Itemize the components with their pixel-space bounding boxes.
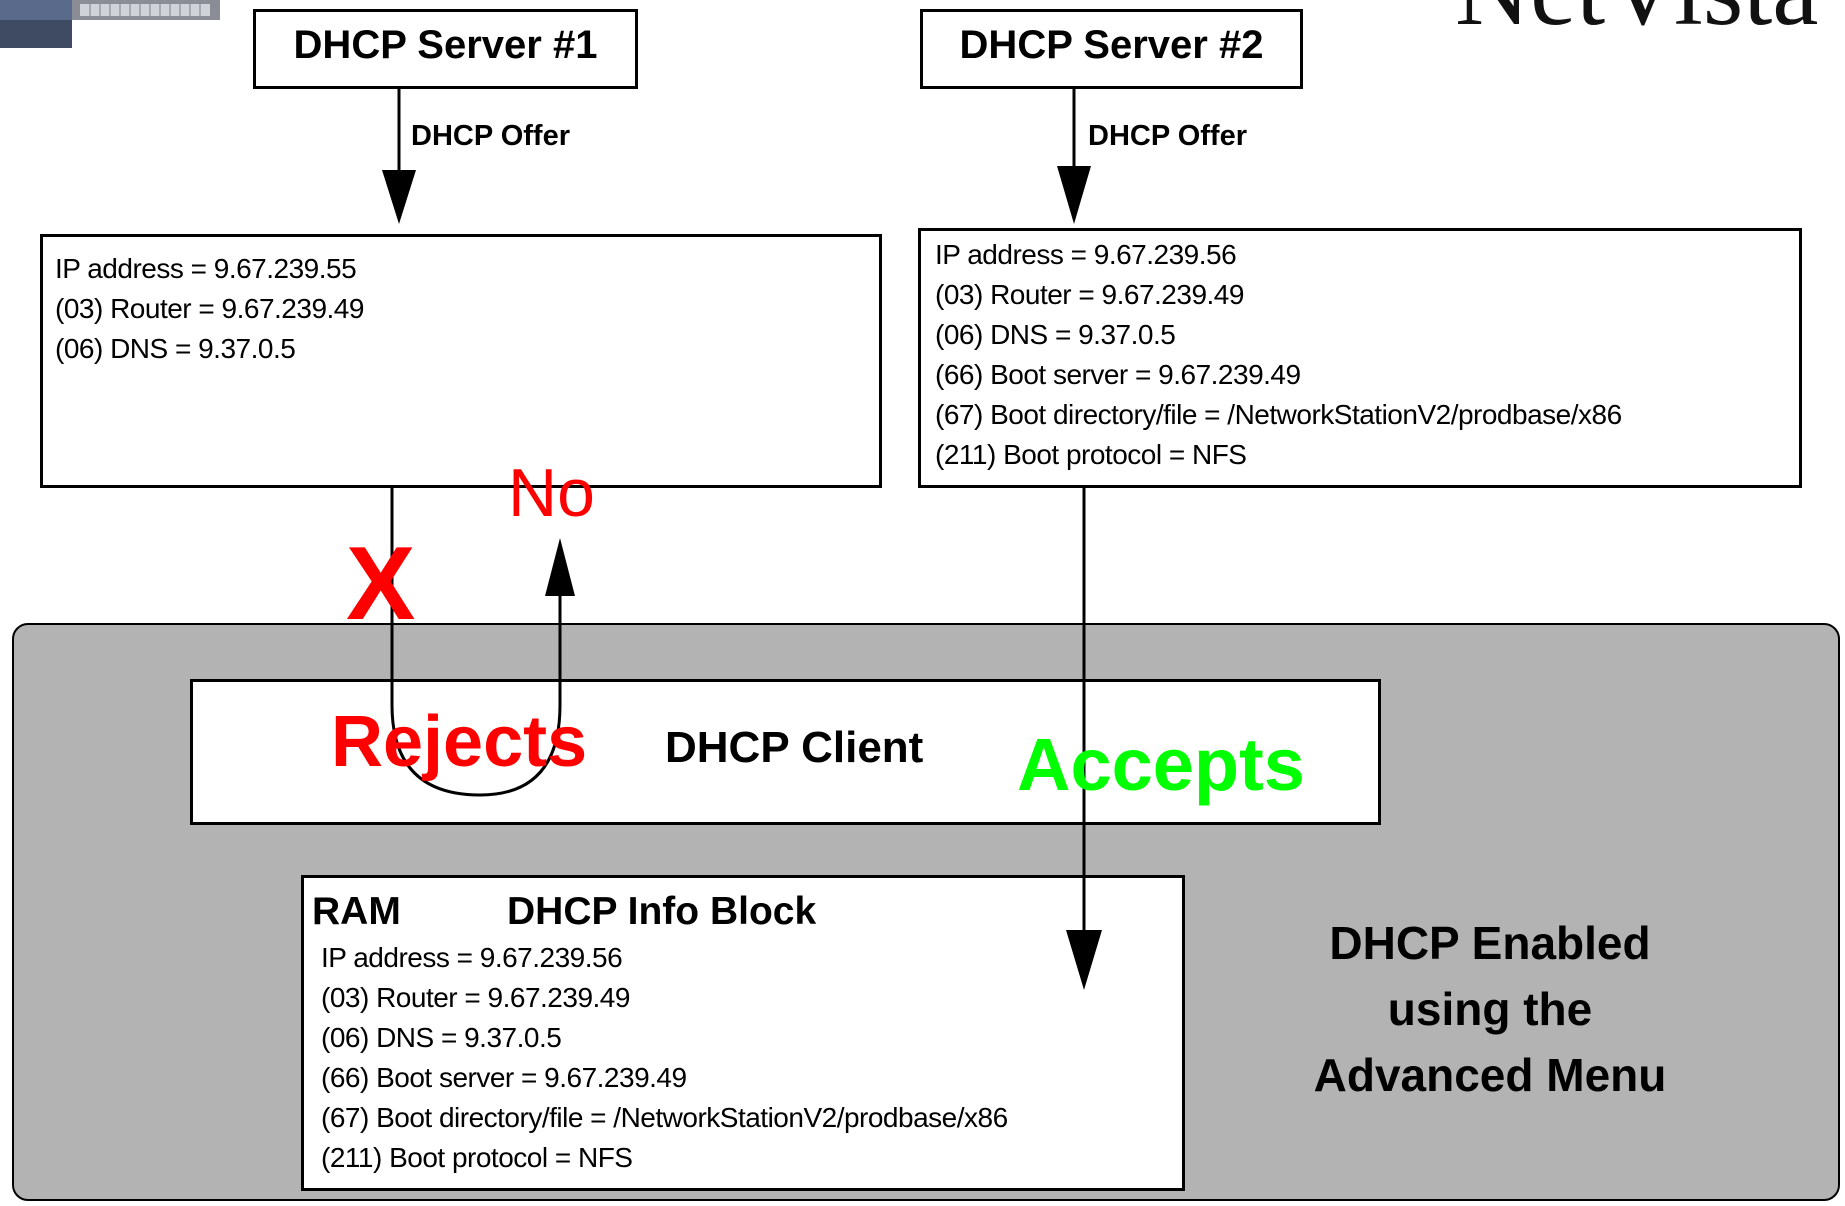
accepts-label: Accepts [1017,723,1305,806]
no-label: No [508,455,595,531]
ram-field: (03) Router = 9.67.239.49 [321,982,630,1013]
ram-field: (06) DNS = 9.37.0.5 [321,1022,562,1053]
dhcp-server-1-box: DHCP Server #1 [253,9,638,89]
offer-2-field: (211) Boot protocol = NFS [935,439,1247,470]
offer-2-field: (66) Boot server = 9.67.239.49 [935,359,1301,390]
offer-2-field: (67) Boot directory/file = /NetworkStati… [935,399,1622,430]
accept-arrowhead [1066,930,1102,990]
offer-1-field: IP address = 9.67.239.55 [55,253,357,284]
no-arrowhead [545,538,575,596]
computer-image [0,0,220,48]
ram-info-block: RAM DHCP Info Block IP address = 9.67.23… [301,875,1185,1191]
offer-2-box: IP address = 9.67.239.56 (03) Router = 9… [918,228,1802,488]
caption-line: DHCP Enabled [1329,917,1651,969]
caption-line: using the [1387,983,1593,1035]
dhcp-offer-label-1: DHCP Offer [411,120,570,152]
dhcp-enabled-caption: DHCP Enabled using the Advanced Menu [1270,910,1710,1108]
rejects-label: Rejects [331,702,588,782]
dhcp-client-label: DHCP Client [665,723,924,772]
offer-1-arrowhead [382,170,416,224]
ram-label: RAM [312,890,401,933]
ram-field: (67) Boot directory/file = /NetworkStati… [321,1102,1008,1133]
ram-field: (66) Boot server = 9.67.239.49 [321,1062,687,1093]
dhcp-client-box [190,679,1381,825]
offer-2-field: (03) Router = 9.67.239.49 [935,279,1244,310]
netvista-logo: NetVista [1455,0,1818,42]
ram-field: (211) Boot protocol = NFS [321,1142,633,1173]
ram-fields: IP address = 9.67.239.56 (03) Router = 9… [321,938,1008,1178]
dhcp-offer-label-2: DHCP Offer [1088,120,1247,152]
caption-line: Advanced Menu [1313,1049,1667,1101]
info-block-title: DHCP Info Block [507,890,817,933]
offer-2-arrowhead [1057,166,1091,224]
offer-2-fields: IP address = 9.67.239.56 (03) Router = 9… [935,235,1799,475]
offer-1-field: (06) DNS = 9.37.0.5 [55,333,296,364]
reject-loop [390,488,562,797]
offer-1-field: (03) Router = 9.67.239.49 [55,293,364,324]
offer-2-field: (06) DNS = 9.37.0.5 [935,319,1176,350]
offer-1-fields: IP address = 9.67.239.55 (03) Router = 9… [55,249,879,369]
offer-1-box: IP address = 9.67.239.55 (03) Router = 9… [40,234,882,488]
offer-2-field: IP address = 9.67.239.56 [935,239,1237,270]
ram-field: IP address = 9.67.239.56 [321,942,623,973]
reject-x-mark: X [346,526,416,642]
dhcp-server-2-box: DHCP Server #2 [920,9,1303,89]
